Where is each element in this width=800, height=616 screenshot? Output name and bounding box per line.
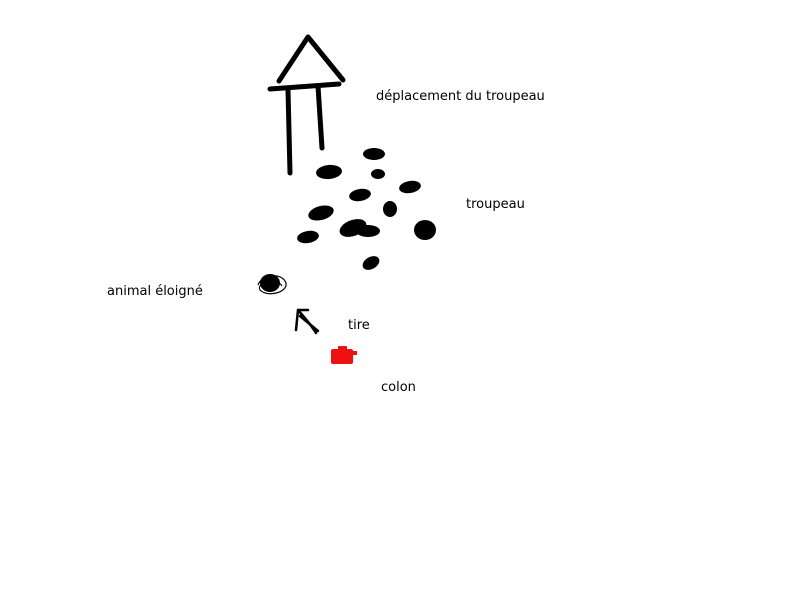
herd-animal — [414, 220, 436, 240]
herd-movement-label: déplacement du troupeau — [376, 89, 545, 104]
diagonal-arrow-icon — [294, 308, 320, 335]
herd-animal — [383, 201, 397, 217]
herd-animal — [316, 164, 342, 180]
red-figure-icon — [331, 346, 357, 364]
herd-animal — [371, 169, 385, 179]
herd-animal — [399, 180, 421, 194]
colonist-label: colon — [381, 380, 416, 395]
up-arrow-icon — [267, 34, 346, 176]
herd-animal — [308, 205, 334, 221]
herd-animal — [363, 148, 385, 160]
herd-group — [297, 148, 436, 270]
herd-animal — [297, 230, 319, 244]
shoot-label: tire — [348, 318, 370, 333]
herd-animal — [349, 188, 371, 202]
herd-label: troupeau — [466, 197, 525, 212]
herd-animal — [356, 225, 380, 237]
scribble-blob-icon — [257, 274, 287, 295]
herd-animal — [362, 256, 380, 270]
stray-animal-label: animal éloigné — [107, 284, 203, 299]
